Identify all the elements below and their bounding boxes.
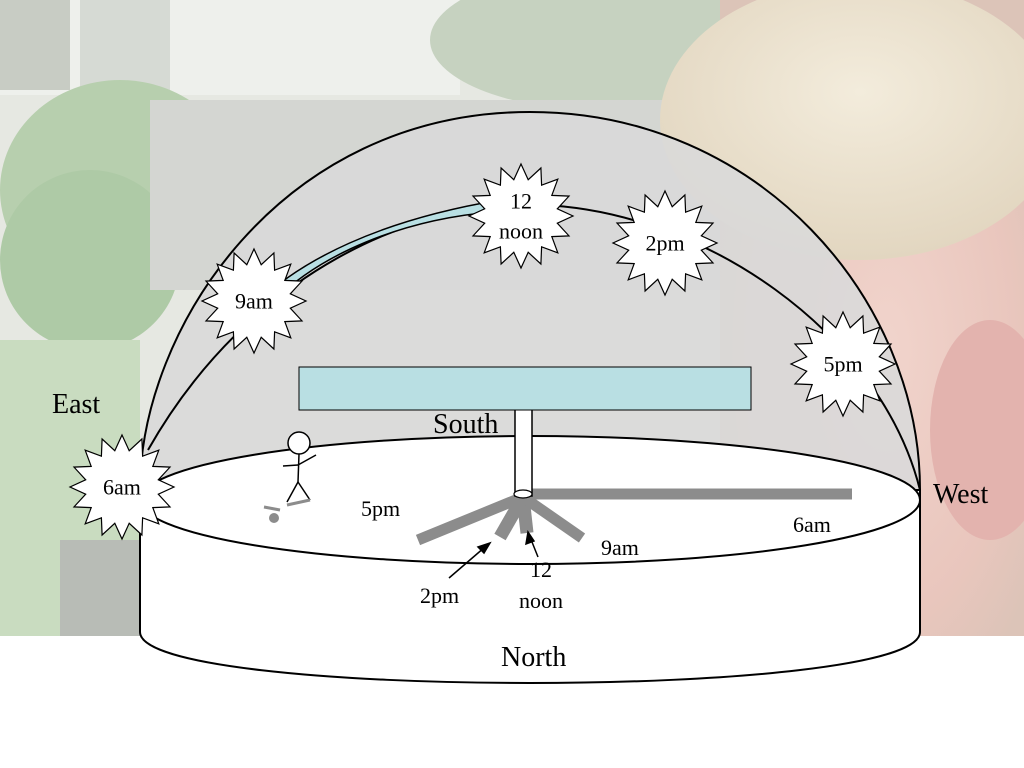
shadow-label-9am: 9am [601, 535, 639, 560]
shadow-9am [519, 492, 586, 543]
sun-label-5pm: 5pm [823, 352, 862, 377]
sun-starburst-icon [467, 162, 575, 270]
stick-figure-shadow [263, 498, 311, 523]
sun-label-9am: 9am [235, 289, 273, 314]
sun-label-noon-line1: 12 [510, 189, 532, 214]
sun-label-noon-line2: noon [499, 219, 543, 244]
shadow-label-noon-line2: noon [519, 588, 563, 613]
pointer-arrows [448, 530, 539, 579]
shadow-label-5pm: 5pm [361, 496, 400, 521]
label-west: West [933, 479, 989, 510]
shadow-lines [415, 488, 852, 546]
sun-9am: 9am [200, 247, 308, 355]
shadow-time-labels: 5pm 6am 9am 12 noon 2pm [361, 496, 831, 613]
label-north: North [501, 642, 566, 673]
sun-starburst-icon [789, 310, 897, 418]
sun-6am: 6am [68, 433, 176, 541]
shadow-label-6am: 6am [793, 512, 831, 537]
sun-label-2pm: 2pm [645, 231, 684, 256]
shadow-label-2pm: 2pm [420, 583, 459, 608]
shadow-5pm [415, 491, 526, 546]
sun-starburst-icon [200, 247, 308, 355]
sun-markers: 6am 9am 12 noon 2pm 5pm [68, 162, 897, 541]
sun-starburst-icon [611, 189, 719, 297]
label-south: South [433, 409, 498, 440]
shadow-label-noon-line1: 12 [530, 557, 552, 582]
sun-noon: 12 noon [467, 162, 575, 270]
sun-starburst-icon [68, 433, 176, 541]
stick-figure [282, 431, 317, 503]
gnomon-base [513, 489, 533, 499]
sun-5pm: 5pm [789, 310, 897, 418]
label-east: East [52, 389, 100, 420]
shadow-plaque [298, 366, 752, 411]
sun-2pm: 2pm [611, 189, 719, 297]
sun-label-6am: 6am [103, 475, 141, 500]
